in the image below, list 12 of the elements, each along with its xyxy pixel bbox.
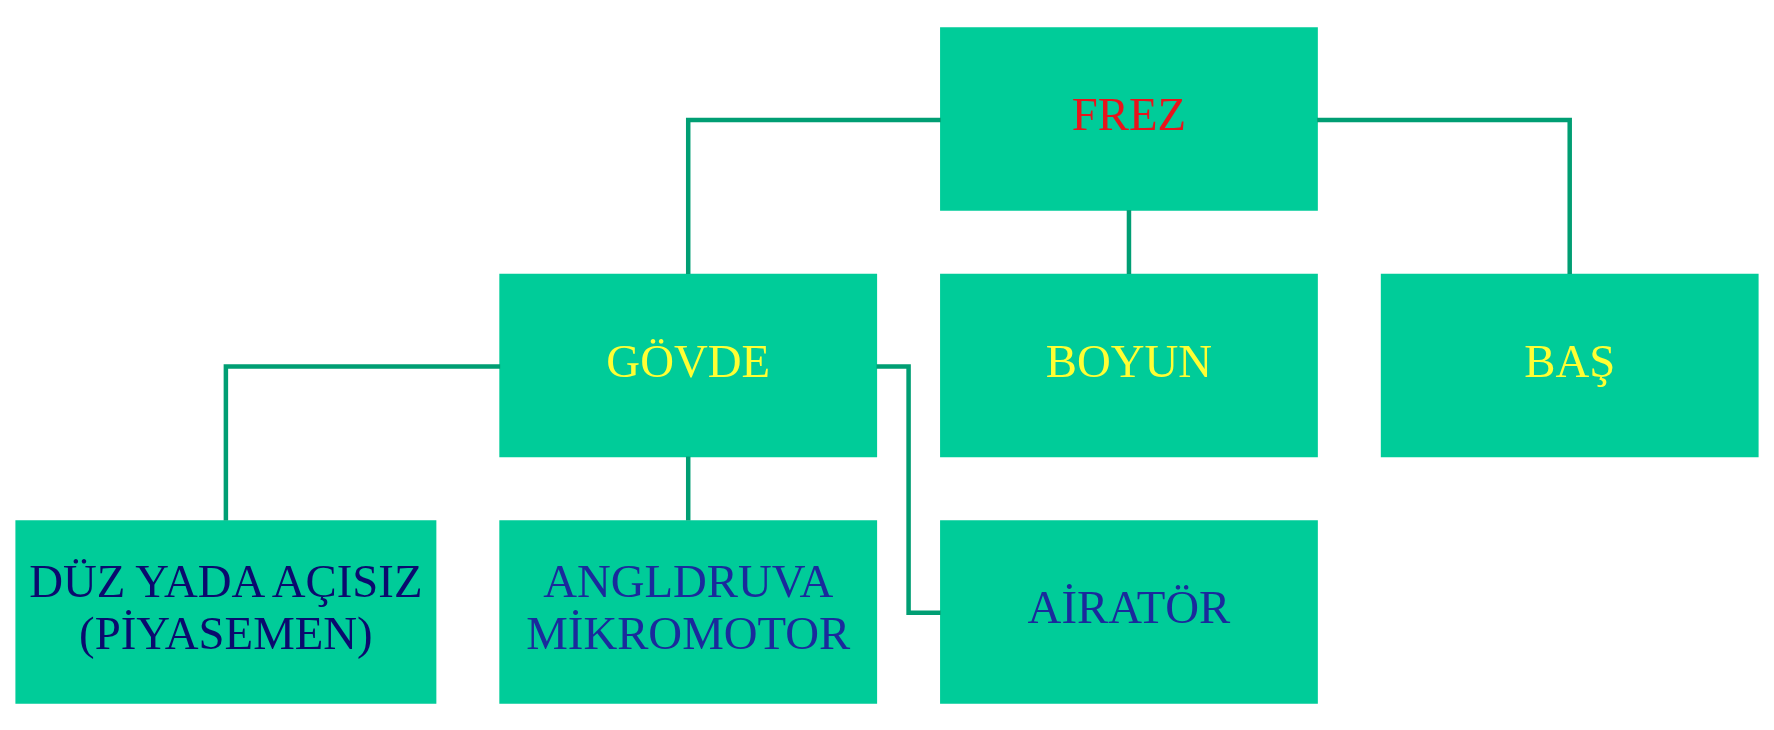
node-box: DÜZ YADA AÇISIZ (PİYASEMEN): [15, 519, 437, 704]
node-box: AİRATÖR: [940, 519, 1318, 704]
node-box: BAŞ: [1380, 273, 1759, 457]
connector: [1317, 117, 1572, 274]
connector: [223, 363, 501, 520]
node-box: FREZ: [940, 26, 1318, 211]
node-box: GÖVDE: [499, 273, 878, 457]
node-box: ANGLDRUVA MİKROMOTOR: [499, 519, 878, 704]
node-box: BOYUN: [940, 273, 1318, 457]
connector: [685, 456, 691, 520]
connector: [685, 117, 941, 274]
connector: [1126, 209, 1132, 274]
